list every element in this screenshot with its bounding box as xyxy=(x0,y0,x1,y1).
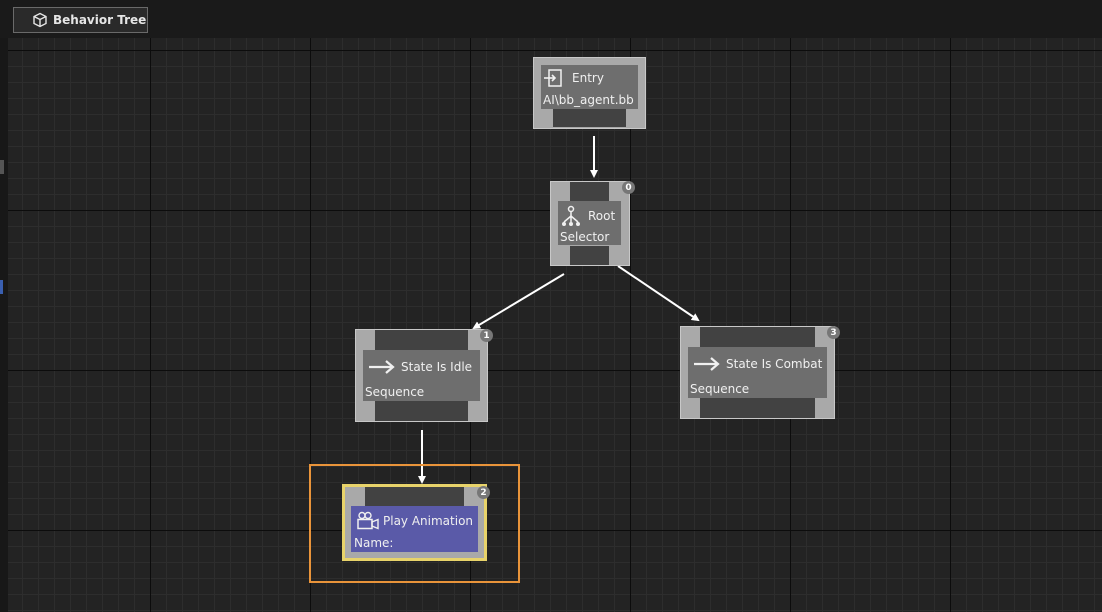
node-combat-title: State Is Combat xyxy=(726,357,823,371)
node-play-index-badge: 2 xyxy=(477,486,490,499)
node-idle-title: State Is Idle xyxy=(401,360,473,374)
left-panel-marker-active xyxy=(0,280,3,294)
node-idle-output-pin[interactable] xyxy=(375,401,468,421)
node-play-animation[interactable]: Play Animation Name: xyxy=(342,484,487,561)
node-idle-input-pin[interactable] xyxy=(375,330,468,350)
node-entry-body xyxy=(541,65,638,109)
node-combat-body xyxy=(688,347,827,398)
cube-icon xyxy=(32,12,48,28)
left-panel-edge xyxy=(0,38,8,612)
node-state-is-combat[interactable]: State Is Combat Sequence xyxy=(680,326,835,419)
sequence-arrow-icon xyxy=(368,358,396,380)
tab-label: Behavior Tree xyxy=(53,13,147,27)
node-entry[interactable]: Entry AI\bb_agent.bb xyxy=(533,57,646,129)
entry-icon xyxy=(543,68,563,92)
node-idle-subtitle: Sequence xyxy=(365,385,425,399)
sequence-arrow-icon xyxy=(693,355,721,377)
node-play-subtitle: Name: xyxy=(354,536,394,550)
node-combat-input-pin[interactable] xyxy=(700,327,815,347)
node-combat-index-badge: 3 xyxy=(827,326,840,339)
node-play-title: Play Animation xyxy=(383,514,474,528)
left-panel-marker xyxy=(0,160,4,174)
node-play-input-pin[interactable] xyxy=(365,487,464,506)
node-state-is-idle[interactable]: State Is Idle Sequence xyxy=(355,329,488,422)
node-root-title: Root xyxy=(588,209,616,223)
selector-icon xyxy=(560,205,582,231)
node-combat-output-pin[interactable] xyxy=(700,398,815,418)
node-combat-subtitle: Sequence xyxy=(690,382,750,396)
node-idle-body xyxy=(363,350,480,401)
node-root-output-pin[interactable] xyxy=(570,246,609,265)
node-root-input-pin[interactable] xyxy=(570,182,609,201)
node-entry-title: Entry xyxy=(572,71,604,85)
camera-icon xyxy=(356,511,380,535)
top-bar: Behavior Tree xyxy=(0,0,1102,38)
node-idle-index-badge: 1 xyxy=(480,329,493,342)
node-root-index-badge: 0 xyxy=(622,181,635,194)
selection-outline xyxy=(309,464,520,583)
node-entry-subtitle: AI\bb_agent.bb xyxy=(543,93,634,107)
node-root-subtitle: Selector xyxy=(560,230,610,244)
node-entry-output-pin[interactable] xyxy=(553,109,626,127)
node-root[interactable]: Root Selector xyxy=(550,181,630,266)
tab-behavior-tree[interactable]: Behavior Tree xyxy=(13,7,148,33)
